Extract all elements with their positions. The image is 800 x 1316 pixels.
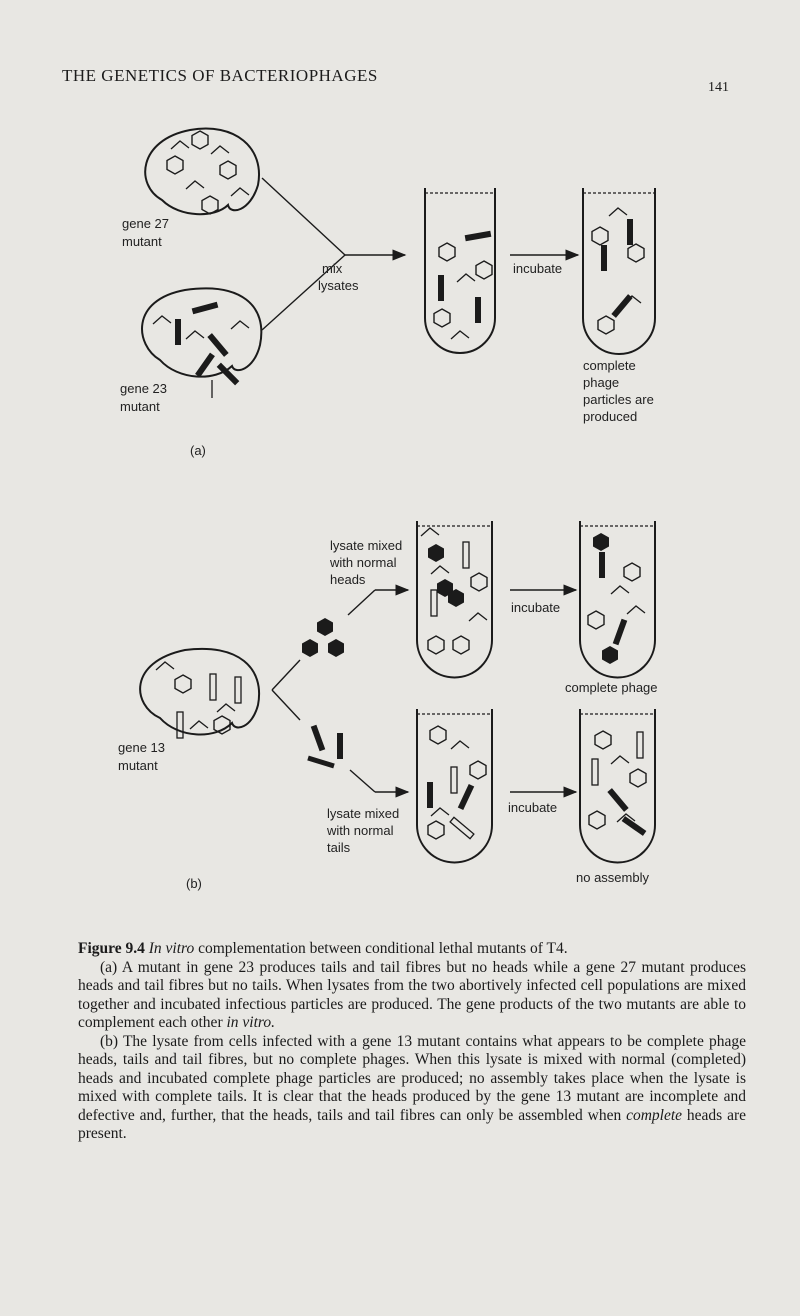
lysate-tails-line2: with normal: [326, 823, 394, 838]
lysate-heads-line2: with normal: [329, 555, 397, 570]
gene23-label-line1: gene 23: [120, 381, 167, 396]
incubate-label-b-heads: incubate: [511, 600, 560, 615]
incubate-label-b-tails: incubate: [508, 800, 557, 815]
gene27-label-line1: gene 27: [122, 216, 169, 231]
figure-9-4-diagram: gene 27 mutant gene 23 mutant (a) mix ly…: [0, 0, 800, 930]
figure-caption: Figure 9.4 In vitro complementation betw…: [78, 940, 746, 1144]
gene13-label-line1: gene 13: [118, 740, 165, 755]
gene27-mutant-cell: [145, 129, 259, 215]
caption-title: Figure 9.4 In vitro complementation betw…: [78, 940, 746, 959]
gene23-label-line2: mutant: [120, 399, 160, 414]
normal-tails-group: [308, 725, 343, 766]
lysate-tails-line3: tails: [327, 840, 351, 855]
tube-lysate-with-heads: [417, 521, 492, 678]
caption-label: Figure 9.4: [78, 940, 145, 957]
gene27-label-line2: mutant: [122, 234, 162, 249]
no-assembly-label: no assembly: [576, 870, 649, 885]
lysate-tails-line1: lysate mixed: [327, 806, 399, 821]
tube-no-assembly: [580, 709, 655, 863]
lysate-heads-line1: lysate mixed: [330, 538, 402, 553]
tube-complete-phage-a: [583, 188, 655, 354]
complete-particles-line3: particles are: [583, 392, 654, 407]
caption-para-a: (a) A mutant in gene 23 produces tails a…: [78, 959, 746, 1033]
caption-para-b: (b) The lysate from cells infected with …: [78, 1033, 746, 1144]
gene13-mutant-cell: [140, 649, 259, 738]
caption-title-italic: In vitro: [149, 940, 195, 957]
caption-title-text: complementation between conditional leth…: [198, 940, 567, 957]
tube-lysate-with-tails: [417, 709, 492, 863]
tube-mixed-lysates: [425, 188, 495, 353]
lysate-heads-line3: heads: [330, 572, 366, 587]
complete-particles-line4: produced: [583, 409, 637, 424]
complete-phage-label: complete phage: [565, 680, 658, 695]
panel-b-label: (b): [186, 876, 202, 891]
tube-complete-phage-b: [580, 521, 655, 678]
complete-particles-line2: phage: [583, 375, 619, 390]
panel-a-label: (a): [190, 443, 206, 458]
caption-para-a-italic: in vitro.: [226, 1014, 275, 1031]
caption-para-b-italic: complete: [626, 1107, 682, 1124]
normal-heads-group: [302, 618, 344, 657]
complete-particles-line1: complete: [583, 358, 636, 373]
incubate-label-a: incubate: [513, 261, 562, 276]
gene13-label-line2: mutant: [118, 758, 158, 773]
mix-label-line1: mix: [322, 261, 343, 276]
mix-label-line2: lysates: [318, 278, 359, 293]
caption-para-a-text: (a) A mutant in gene 23 produces tails a…: [78, 959, 746, 1032]
